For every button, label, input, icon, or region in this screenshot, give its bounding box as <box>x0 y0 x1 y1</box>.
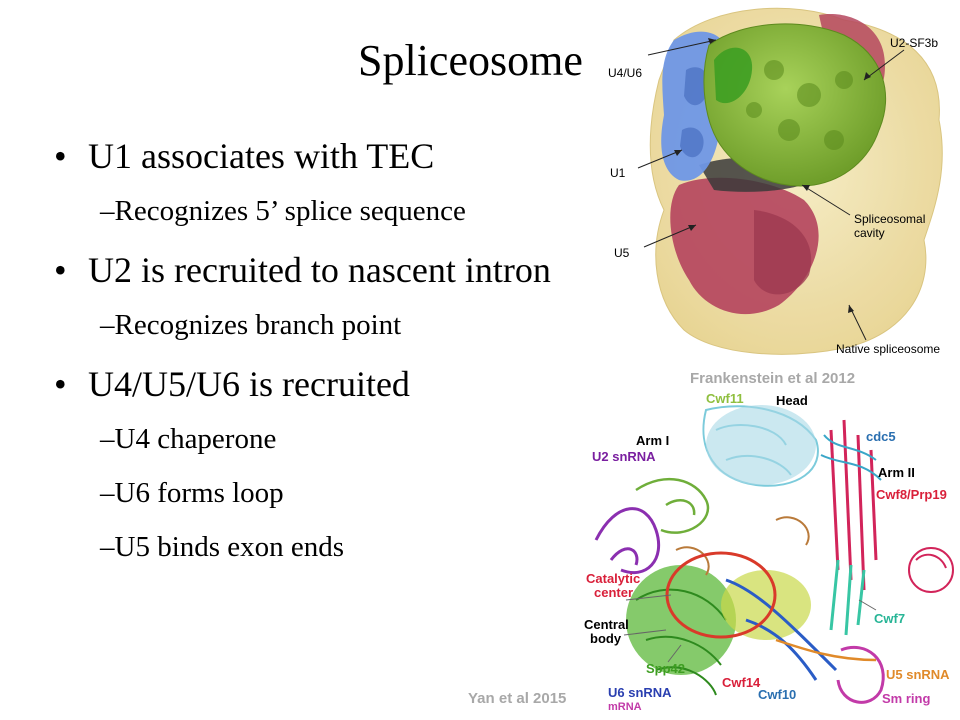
sub-bullet-item: –U5 binds exon ends <box>100 530 344 564</box>
bullet-item: • U1 associates with TEC <box>54 136 435 176</box>
bullet-dot: • <box>54 364 67 404</box>
label-cwf14: Cwf14 <box>722 675 761 690</box>
sub-bullet-item: –Recognizes 5’ splice sequence <box>100 194 466 228</box>
label-u5: U5 <box>614 246 630 260</box>
label-u5-snrna: U5 snRNA <box>886 667 950 682</box>
sub-bullet-dash: – <box>100 195 115 227</box>
label-catalytic-2: center <box>594 585 634 600</box>
label-central-2: body <box>590 631 622 646</box>
label-cavity-2: cavity <box>854 226 885 240</box>
sub-bullet-text: Recognizes 5’ splice sequence <box>114 195 466 227</box>
density-map-graphic <box>637 7 943 355</box>
credit-yan: Yan et al 2015 <box>468 690 567 707</box>
sub-bullet-item: –Recognizes branch point <box>100 308 401 342</box>
bullet-item: • U2 is recruited to nascent intron <box>54 250 551 290</box>
sub-bullet-text: U6 forms loop <box>114 477 284 509</box>
label-native: Native spliceosome <box>836 342 941 356</box>
sub-bullet-text: U4 chaperone <box>114 423 277 455</box>
label-mrna: mRNA <box>608 701 642 713</box>
bullet-text: U4/U5/U6 is recruited <box>88 364 410 404</box>
bullet-dot: • <box>54 250 67 290</box>
label-catalytic-1: Catalytic <box>586 571 641 586</box>
spliceosome-structure-figure: Cwf11 Head cdc5 Arm I U2 snRNA Arm II Cw… <box>576 390 960 720</box>
label-u4u6: U4/U6 <box>608 66 643 80</box>
label-arm-1: Arm I <box>636 433 670 448</box>
spliceosome-density-figure: U4/U6 U1 U5 U2-SF3b Spliceosomal cavity … <box>604 0 960 364</box>
sub-bullet-dash: – <box>100 309 115 341</box>
label-u6-snrna: U6 snRNA <box>608 685 672 700</box>
bullet-item: • U4/U5/U6 is recruited <box>54 364 410 404</box>
sub-bullet-dash: – <box>100 531 115 563</box>
label-arm-2: Arm II <box>878 465 915 480</box>
label-cwf10: Cwf10 <box>758 687 797 702</box>
label-sm-ring: Sm ring <box>882 691 931 706</box>
credit-frankenstein: Frankenstein et al 2012 <box>690 370 856 387</box>
label-cwf7: Cwf7 <box>874 611 906 626</box>
ribbon-structure-graphic <box>594 405 954 704</box>
sub-bullet-text: U5 binds exon ends <box>114 531 345 563</box>
sub-bullet-item: –U6 forms loop <box>100 476 284 510</box>
label-cwf11: Cwf11 <box>706 391 744 406</box>
bullet-dot: • <box>54 136 67 176</box>
label-u1: U1 <box>610 166 626 180</box>
label-cdc5: cdc5 <box>866 429 896 444</box>
bullet-text: U2 is recruited to nascent intron <box>88 250 551 290</box>
slide-title: Spliceosome <box>358 36 583 85</box>
label-cavity-1: Spliceosomal <box>854 212 926 226</box>
label-head: Head <box>776 393 808 408</box>
label-u2-sf3b: U2-SF3b <box>890 36 939 50</box>
sub-bullet-text: Recognizes branch point <box>114 309 402 341</box>
bullet-text: U1 associates with TEC <box>88 136 435 176</box>
label-cwf8-prp19: Cwf8/Prp19 <box>876 487 947 502</box>
sub-bullet-dash: – <box>100 477 115 509</box>
sub-bullet-dash: – <box>100 423 115 455</box>
sub-bullet-item: –U4 chaperone <box>100 422 276 456</box>
label-u2-snrna: U2 snRNA <box>592 449 656 464</box>
label-spp42: Spp42 <box>646 661 686 676</box>
label-central-1: Central <box>584 617 629 632</box>
